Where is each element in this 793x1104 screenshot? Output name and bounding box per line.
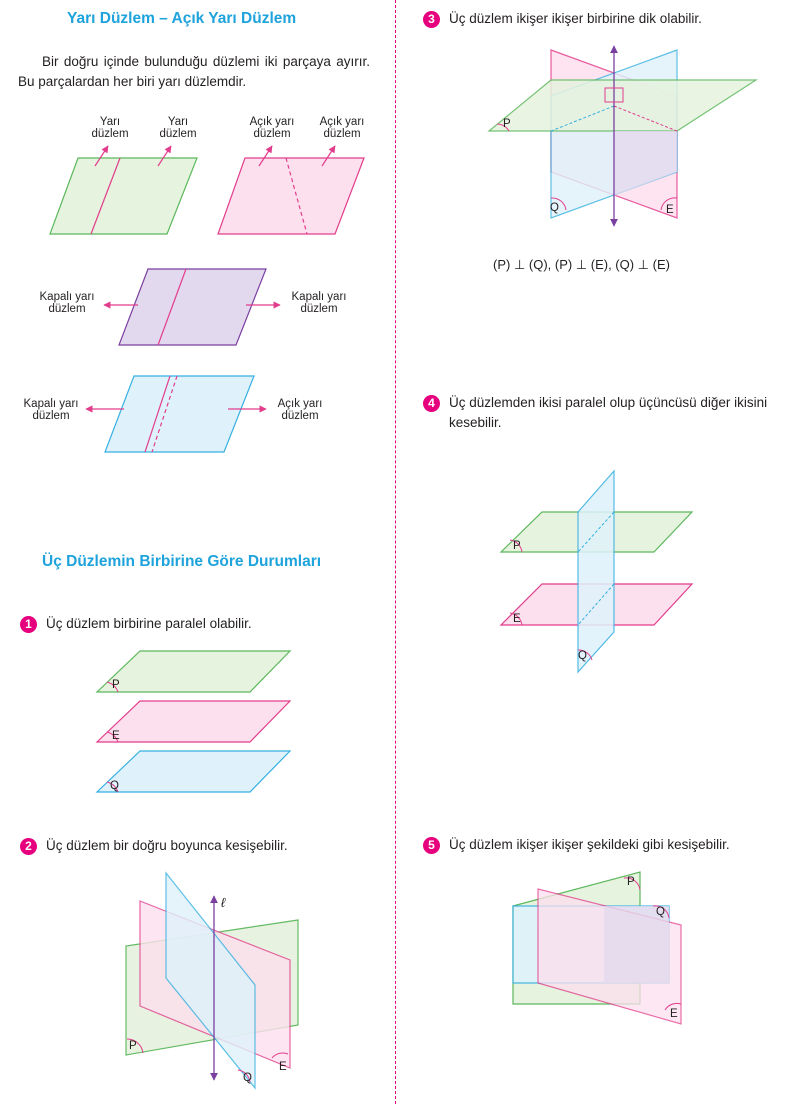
item3-label-p: P — [503, 118, 511, 130]
item4-text: Üç düzlemden ikisi paralel olup üçüncüsü… — [449, 395, 768, 430]
fig3-closed-half-planes — [103, 268, 281, 346]
half-plane-paragraph: Bir doğru içinde bulunduğu düzlemi iki p… — [18, 54, 370, 89]
fig4-closed-open-half-planes — [85, 375, 267, 453]
item5-badge: 5 — [423, 837, 440, 854]
item5-pairwise-intersecting-planes — [512, 871, 682, 1025]
section-title-three-planes: Üç Düzlemin Birbirine Göre Durumları — [42, 553, 322, 570]
item3-badge: 3 — [423, 11, 440, 28]
item4-label-e: E — [513, 613, 521, 625]
item4-badge: 4 — [423, 395, 440, 412]
item5-label-e: E — [670, 1008, 678, 1020]
item4-label-p: P — [513, 540, 521, 552]
item3-text: Üç düzlem ikişer ikişer birbirine dik ol… — [449, 11, 702, 26]
item2-line-label: ℓ — [221, 895, 226, 910]
fig2-open-half-planes — [217, 145, 365, 235]
item5-text: Üç düzlem ikişer ikişer şekildeki gibi k… — [449, 837, 730, 852]
item1-label-p: P — [112, 679, 120, 691]
item1-text: Üç düzlem birbirine paralel olabilir. — [46, 616, 252, 631]
item2-label-p: P — [129, 1040, 137, 1052]
item3-relation: (P) ⊥ (Q), (P) ⊥ (E), (Q) ⊥ (E) — [493, 257, 670, 272]
item1-badge: 1 — [20, 616, 37, 633]
item2-badge: 2 — [20, 838, 37, 855]
item2-label-q: Q — [243, 1072, 252, 1084]
item3-perpendicular-planes — [487, 45, 759, 227]
item1-label-q: Q — [110, 780, 119, 792]
item2-text: Üç düzlem bir doğru boyunca kesişebilir. — [46, 838, 288, 853]
item1-parallel-planes — [95, 650, 292, 793]
item3-label-q: Q — [550, 202, 559, 214]
item5-label-q: Q — [656, 906, 665, 918]
item2-label-e: E — [279, 1061, 287, 1073]
column-divider — [395, 0, 396, 1104]
item3-label-e: E — [666, 204, 674, 216]
item2-planes-through-line — [125, 871, 299, 1090]
section-title-half-plane: Yarı Düzlem – Açık Yarı Düzlem — [67, 10, 297, 27]
item4-label-q: Q — [578, 650, 587, 662]
item1-label-e: E — [112, 730, 120, 742]
fig1-half-planes — [49, 145, 198, 235]
item4-parallel-and-cutting-planes — [499, 469, 694, 674]
item5-label-p: P — [627, 876, 635, 888]
